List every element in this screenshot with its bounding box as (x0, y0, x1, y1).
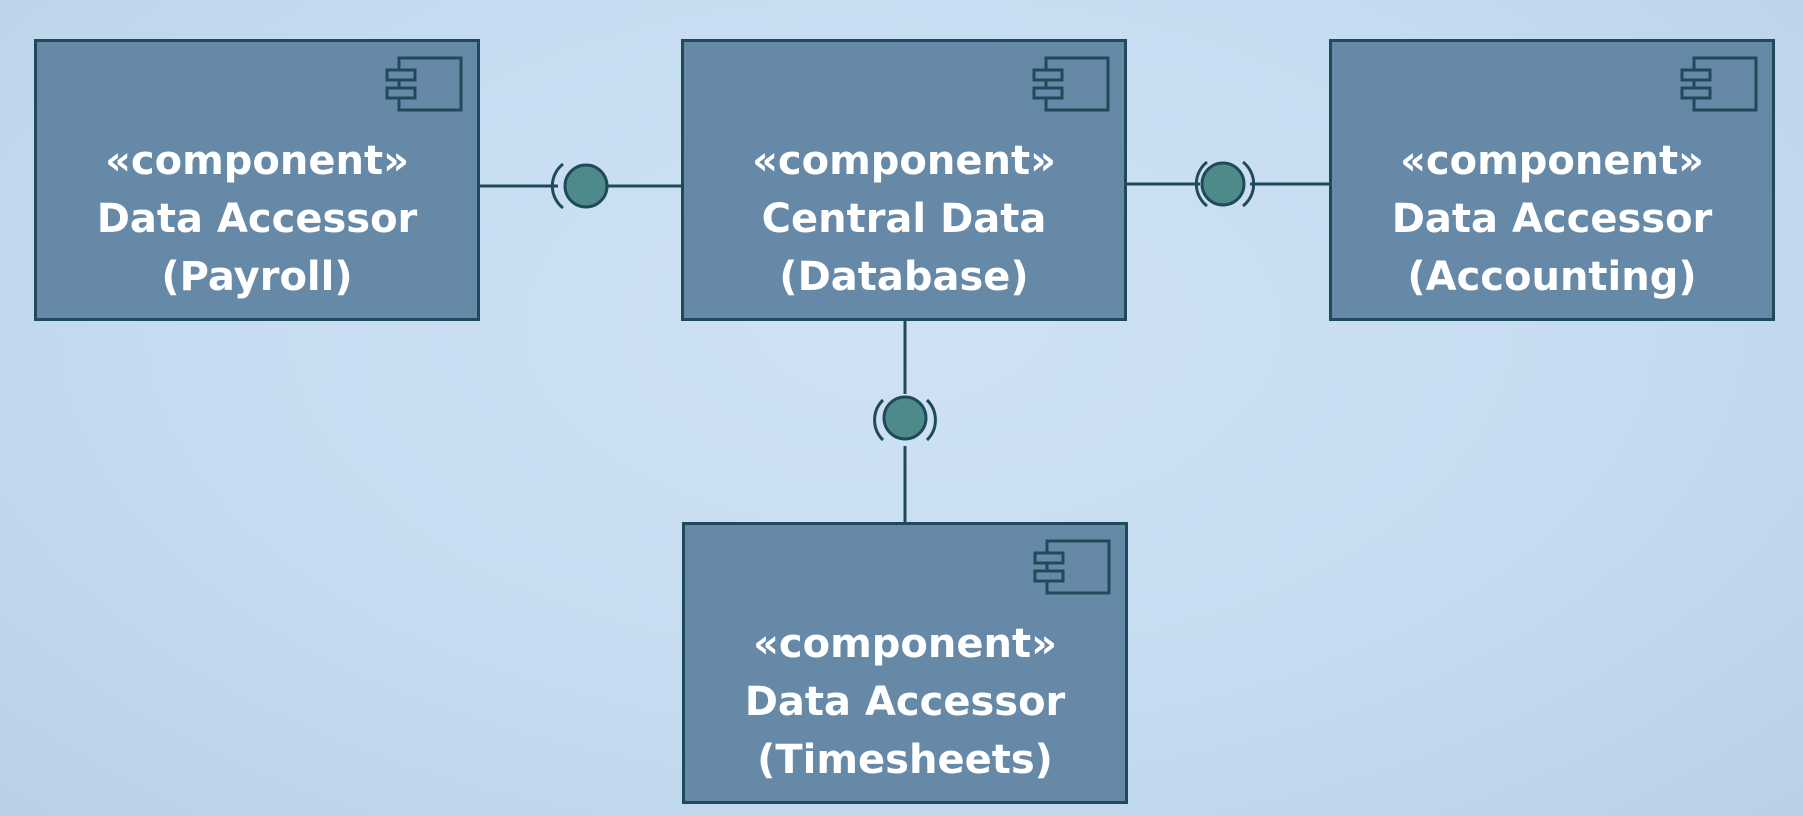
connector-payroll-central (480, 162, 681, 210)
socket-icon (1194, 160, 1208, 208)
component-icon (385, 56, 463, 112)
component-icon (1680, 56, 1758, 112)
component-label: «component» Data Accessor (Timesheets) (685, 615, 1125, 789)
component-data-accessor-payroll: «component» Data Accessor (Payroll) (34, 39, 480, 321)
component-qualifier: (Database) (779, 254, 1029, 300)
component-label: «component» Data Accessor (Payroll) (37, 132, 477, 306)
component-label: «component» Central Data (Database) (684, 132, 1124, 306)
component-label: «component» Data Accessor (Accounting) (1332, 132, 1772, 306)
component-name: Central Data (761, 196, 1047, 242)
component-name: Data Accessor (744, 679, 1066, 725)
component-name: Data Accessor (1391, 196, 1713, 242)
component-central-data-database: «component» Central Data (Database) (681, 39, 1127, 321)
component-stereotype: «component» (753, 621, 1057, 667)
component-icon (1033, 539, 1111, 595)
component-qualifier: (Payroll) (161, 254, 353, 300)
component-stereotype: «component» (752, 138, 1056, 184)
connector-central-accounting (1127, 160, 1329, 208)
socket-icon (550, 162, 564, 210)
interface-ball-icon (882, 395, 928, 441)
socket-icon (873, 398, 885, 442)
component-stereotype: «component» (1400, 138, 1704, 184)
socket-icon (925, 398, 937, 442)
interface-ball-icon (563, 163, 609, 209)
component-name: Data Accessor (96, 196, 418, 242)
socket-icon (1242, 160, 1256, 208)
component-icon (1032, 56, 1110, 112)
connector-central-timesheets (873, 321, 937, 522)
component-stereotype: «component» (105, 138, 409, 184)
component-qualifier: (Timesheets) (757, 737, 1053, 783)
interface-ball-icon (1200, 161, 1246, 207)
component-data-accessor-accounting: «component» Data Accessor (Accounting) (1329, 39, 1775, 321)
component-data-accessor-timesheets: «component» Data Accessor (Timesheets) (682, 522, 1128, 804)
component-qualifier: (Accounting) (1407, 254, 1697, 300)
